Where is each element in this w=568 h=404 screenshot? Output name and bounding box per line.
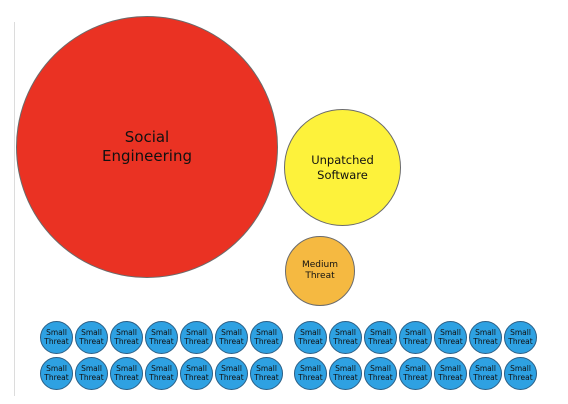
small-threat-bubble: Small Threat bbox=[469, 357, 502, 390]
small-threat-label: Small Threat bbox=[254, 327, 279, 346]
small-threat-label: Small Threat bbox=[184, 327, 209, 346]
small-threat-label: Small Threat bbox=[149, 327, 174, 346]
small-threat-bubble: Small Threat bbox=[75, 321, 108, 354]
small-threat-label: Small Threat bbox=[219, 363, 244, 382]
small-threat-bubble: Small Threat bbox=[40, 357, 73, 390]
small-threat-bubble: Small Threat bbox=[215, 321, 248, 354]
unpatched-software-bubble: Unpatched Software bbox=[284, 109, 401, 226]
small-threat-label: Small Threat bbox=[508, 363, 533, 382]
small-threat-label: Small Threat bbox=[473, 363, 498, 382]
small-threat-label: Small Threat bbox=[44, 327, 69, 346]
small-threat-bubble: Small Threat bbox=[504, 357, 537, 390]
small-threat-label: Small Threat bbox=[254, 363, 279, 382]
small-threat-label: Small Threat bbox=[149, 363, 174, 382]
small-threat-bubble: Small Threat bbox=[215, 357, 248, 390]
small-threat-bubble: Small Threat bbox=[294, 357, 327, 390]
small-threat-bubble: Small Threat bbox=[364, 321, 397, 354]
small-threat-label: Small Threat bbox=[438, 327, 463, 346]
small-threat-bubble: Small Threat bbox=[434, 321, 467, 354]
small-threat-bubble: Small Threat bbox=[469, 321, 502, 354]
social-engineering-label: Social Engineering bbox=[102, 128, 192, 165]
small-threat-label: Small Threat bbox=[298, 363, 323, 382]
small-threat-label: Small Threat bbox=[298, 327, 323, 346]
small-threat-label: Small Threat bbox=[79, 327, 104, 346]
small-threat-label: Small Threat bbox=[333, 363, 358, 382]
left-border-line bbox=[14, 22, 15, 396]
small-threat-label: Small Threat bbox=[333, 327, 358, 346]
small-threat-bubble: Small Threat bbox=[75, 357, 108, 390]
small-threat-bubble: Small Threat bbox=[504, 321, 537, 354]
small-threat-bubble: Small Threat bbox=[250, 357, 283, 390]
small-threat-bubble: Small Threat bbox=[399, 357, 432, 390]
small-threat-bubble: Small Threat bbox=[110, 321, 143, 354]
small-threat-label: Small Threat bbox=[473, 327, 498, 346]
small-threat-label: Small Threat bbox=[114, 363, 139, 382]
small-threat-label: Small Threat bbox=[219, 327, 244, 346]
unpatched-software-label: Unpatched Software bbox=[311, 153, 374, 182]
small-threat-bubble: Small Threat bbox=[434, 357, 467, 390]
small-threat-label: Small Threat bbox=[403, 327, 428, 346]
small-threat-label: Small Threat bbox=[184, 363, 209, 382]
small-threat-bubble: Small Threat bbox=[180, 321, 213, 354]
small-threat-label: Small Threat bbox=[368, 363, 393, 382]
medium-threat-bubble: Medium Threat bbox=[285, 236, 355, 306]
small-threat-bubble: Small Threat bbox=[250, 321, 283, 354]
small-threat-bubble: Small Threat bbox=[294, 321, 327, 354]
small-threat-bubble: Small Threat bbox=[110, 357, 143, 390]
small-threat-bubble: Small Threat bbox=[329, 357, 362, 390]
small-threat-label: Small Threat bbox=[79, 363, 104, 382]
small-threat-label: Small Threat bbox=[114, 327, 139, 346]
small-threat-bubble: Small Threat bbox=[399, 321, 432, 354]
small-threat-label: Small Threat bbox=[438, 363, 463, 382]
small-threat-bubble: Small Threat bbox=[364, 357, 397, 390]
small-threat-bubble: Small Threat bbox=[145, 321, 178, 354]
small-threat-bubble: Small Threat bbox=[329, 321, 362, 354]
small-threat-label: Small Threat bbox=[403, 363, 428, 382]
small-threat-bubble: Small Threat bbox=[40, 321, 73, 354]
medium-threat-label: Medium Threat bbox=[302, 259, 338, 281]
small-threat-label: Small Threat bbox=[508, 327, 533, 346]
social-engineering-bubble: Social Engineering bbox=[16, 16, 278, 278]
small-threat-label: Small Threat bbox=[44, 363, 69, 382]
small-threat-bubble: Small Threat bbox=[145, 357, 178, 390]
small-threat-bubble: Small Threat bbox=[180, 357, 213, 390]
small-threat-label: Small Threat bbox=[368, 327, 393, 346]
